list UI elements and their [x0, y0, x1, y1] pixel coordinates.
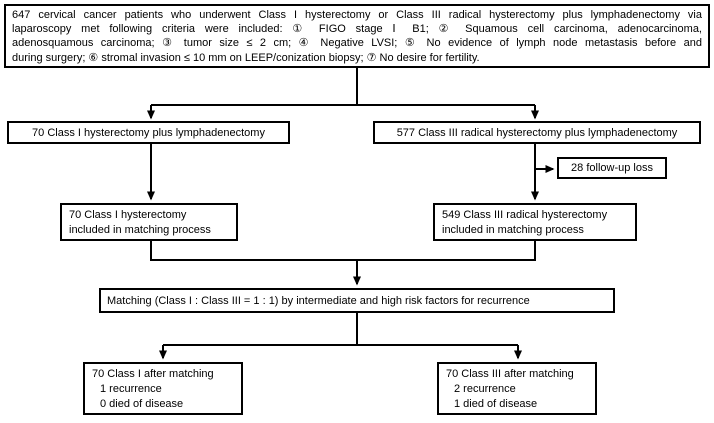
connector-bottom-split [163, 313, 518, 346]
followup-loss-box: 28 follow-up loss [557, 157, 667, 179]
class1-matching-line: 70 Class I hysterectomy [69, 209, 187, 221]
class3-matching-line: included in matching process [442, 224, 584, 236]
class3-outcome-box: 70 Class III after matching 2 recurrence… [437, 362, 597, 415]
class1-outcome-box: 70 Class I after matching 1 recurrence 0… [83, 362, 243, 415]
class3-outcome-line: 1 died of disease [454, 398, 538, 410]
class1-outcome-line: 1 recurrence [100, 383, 162, 395]
followup-loss-label: 28 follow-up loss [571, 162, 653, 174]
class1-surgery-label: 70 Class I hysterectomy plus lymphadenec… [32, 126, 265, 139]
class3-surgery-box: 577 Class III radical hysterectomy plus … [373, 121, 701, 144]
class1-matching-box: 70 Class I hysterectomy included in matc… [60, 203, 238, 241]
class3-matching-line: 549 Class III radical hysterectomy [442, 209, 608, 221]
class1-outcome-line: 70 Class I after matching [92, 368, 214, 380]
class3-outcome-line: 2 recurrence [454, 383, 516, 395]
class1-surgery-box: 70 Class I hysterectomy plus lymphadenec… [7, 121, 290, 144]
matching-rule-box: Matching (Class I : Class III = 1 : 1) b… [99, 288, 615, 313]
criteria-line: during surgery; ⑥ stromal invasion ≤ 10 … [12, 51, 480, 64]
criteria-line: adenosquamous carcinoma; ③ tumor size ≤ … [12, 37, 702, 50]
connector-merge-to-matching [150, 241, 536, 261]
matching-rule-label: Matching (Class I : Class III = 1 : 1) b… [107, 294, 530, 307]
class3-surgery-label: 577 Class III radical hysterectomy plus … [396, 126, 678, 139]
class3-matching-box: 549 Class III radical hysterectomy inclu… [433, 203, 637, 241]
criteria-line: 647 cervical cancer patients who underwe… [12, 9, 702, 21]
class1-matching-line: included in matching process [69, 224, 211, 236]
class3-outcome-line: 70 Class III after matching [446, 368, 574, 380]
connector-top-split [151, 68, 535, 106]
inclusion-criteria-box: 647 cervical cancer patients who underwe… [4, 4, 710, 68]
class1-outcome-line: 0 died of disease [100, 398, 184, 410]
criteria-line: laparoscopy met following criteria were … [12, 23, 702, 36]
